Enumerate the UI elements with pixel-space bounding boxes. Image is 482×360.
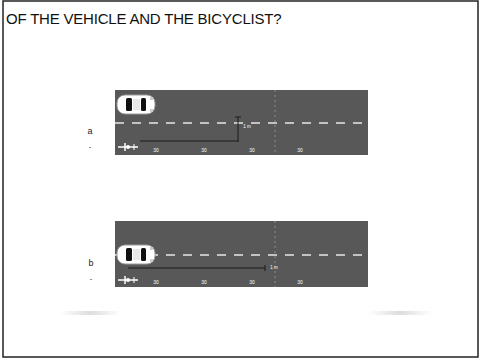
panel-dash: - — [89, 143, 91, 150]
fade-bar — [60, 311, 120, 315]
distance-marker: 30 — [153, 280, 159, 285]
road-panel-a — [115, 90, 368, 155]
fade-bar — [368, 311, 432, 315]
dimension-label: 1 m — [270, 266, 278, 271]
road-panel-b — [115, 221, 368, 287]
dimension-label: 1 m — [243, 125, 251, 130]
distance-marker: 30 — [153, 148, 159, 153]
distance-marker: 30 — [297, 280, 303, 285]
distance-marker: 30 — [297, 148, 303, 153]
slide-title: OF THE VEHICLE AND THE BICYCLIST? — [6, 10, 281, 27]
panel-letter: b — [88, 259, 93, 268]
panel-dash: - — [90, 275, 92, 282]
distance-marker: 30 — [249, 280, 255, 285]
slide-frame — [3, 1, 478, 357]
distance-marker: 30 — [249, 148, 255, 153]
panel-letter: a — [87, 127, 92, 136]
distance-marker: 30 — [201, 148, 207, 153]
distance-marker: 30 — [201, 280, 207, 285]
